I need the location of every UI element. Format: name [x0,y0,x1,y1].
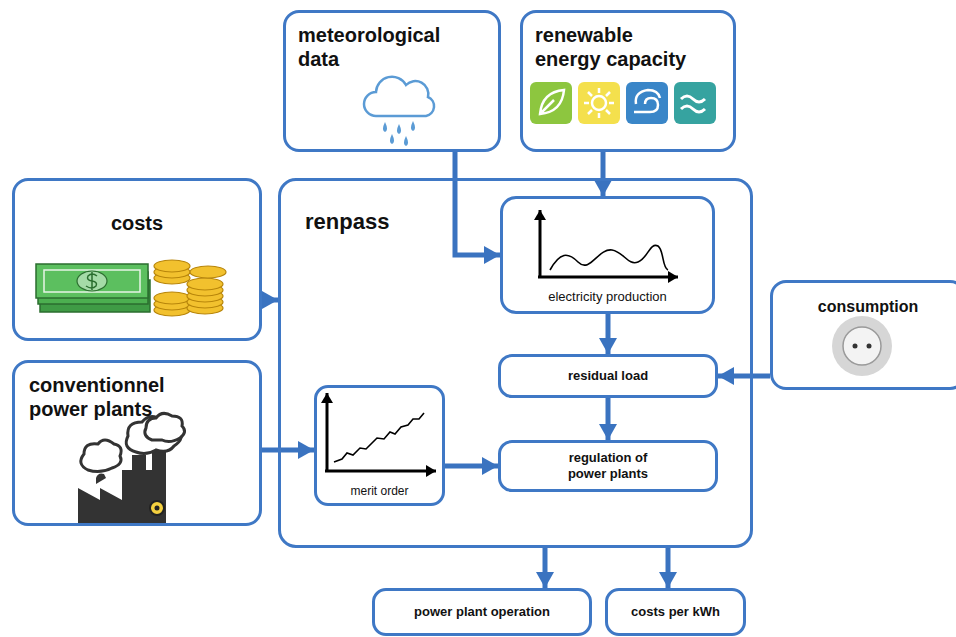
flow-arrow [262,298,278,303]
process-box: regulation of power plants [498,440,718,492]
box-label: meteorological data [298,23,458,71]
model-box: renpass electricity production residual lo… [278,178,753,548]
merit-order-chart [325,393,436,472]
flow-arrow [718,374,770,379]
input-box: conventionnel power plants [12,360,262,526]
process-box: residual load [498,354,718,398]
process-box: electricity production [500,196,715,314]
flow-arrow [445,464,498,469]
flow-arrow [666,548,671,588]
box-label: power plant operation [414,604,550,620]
model-title: renpass [305,209,389,235]
process-box: merit order [314,385,445,506]
input-box: consumption [770,280,956,390]
box-label: costs [111,211,163,235]
input-box: renewable energy capacity [520,10,736,152]
box-label: regulation of power plants [558,450,658,481]
flow-arrow [606,398,611,440]
rain-cloud-icon [364,77,434,146]
output-box: power plant operation [372,588,592,636]
box-label: conventionnel power plants [29,373,199,421]
box-label: consumption [818,297,918,316]
box-label: renewable energy capacity [535,23,695,71]
flow-arrow [543,548,548,588]
box-label: costs per kWh [631,604,720,620]
box-label: electricity production [548,289,667,305]
input-box: costs [12,178,262,341]
socket-icon [832,316,892,376]
flow-arrow [606,314,611,354]
production-chart [538,210,678,278]
renewable-icons [530,82,716,124]
input-box: meteorological data [283,10,501,152]
flow-arrow [455,152,500,255]
output-box: costs per kWh [605,588,746,636]
power-plant-icon [78,413,185,525]
flow-arrow [262,448,314,453]
box-label: merit order [350,484,408,498]
money-icon [36,260,226,316]
flow-arrow [601,152,606,196]
box-label: residual load [568,368,648,384]
